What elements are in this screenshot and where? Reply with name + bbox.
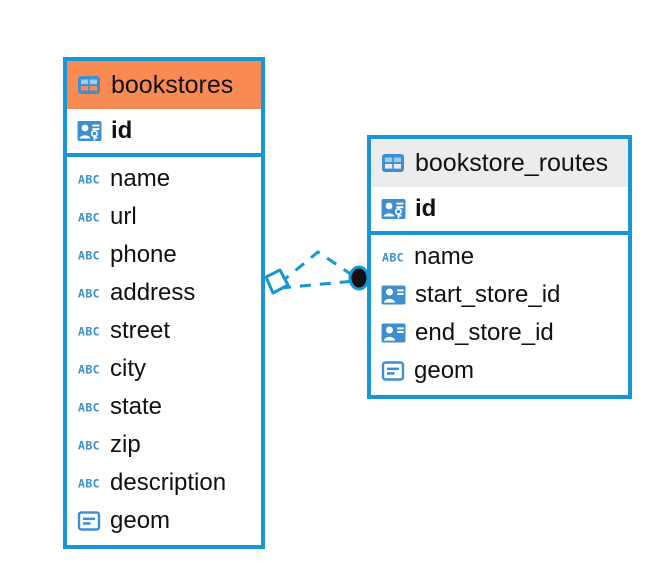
field-row-phone[interactable]: ABC phone [67,236,261,274]
text-type-icon: ABC [76,475,102,491]
field-row-zip[interactable]: ABC zip [67,426,261,464]
svg-text:ABC: ABC [78,401,100,415]
field-label: address [110,279,196,306]
svg-text:ABC: ABC [382,251,404,265]
svg-text:ABC: ABC [78,363,100,377]
primary-key-icon [76,118,103,144]
foreign-key-icon [380,283,407,307]
filled-circle-marker [348,265,370,291]
field-label: description [110,469,227,496]
entity-title: bookstore_routes [415,148,609,177]
field-label: phone [110,241,177,268]
foreign-key-icon [380,321,407,345]
entity-table-bookstore-routes[interactable]: bookstore_routes id [367,135,632,399]
entity-table-bookstores[interactable]: bookstores id [63,57,265,549]
text-type-icon: ABC [76,399,102,415]
entity-header-bookstores[interactable]: bookstores [67,61,261,109]
field-row-name[interactable]: ABC name [371,238,628,276]
text-type-icon: ABC [76,323,102,339]
primary-key-block: id [67,109,261,157]
geometry-type-icon [76,509,102,533]
svg-text:ABC: ABC [78,287,100,301]
diamond-marker [264,268,290,295]
field-row-id[interactable]: id [67,109,261,153]
field-row-end-store-id[interactable]: end_store_id [371,314,628,352]
svg-text:ABC: ABC [78,439,100,453]
text-type-icon: ABC [76,171,102,187]
field-label: zip [110,431,141,458]
table-icon [76,72,102,98]
geometry-type-icon [380,359,406,383]
entity-title: bookstores [111,70,234,99]
field-label: city [110,355,146,382]
entity-header-bookstore-routes[interactable]: bookstore_routes [371,139,628,187]
text-type-icon: ABC [76,437,102,453]
field-row-address[interactable]: ABC address [67,274,261,312]
field-row-geom[interactable]: geom [371,352,628,390]
field-label: geom [414,357,475,384]
field-row-geom[interactable]: geom [67,502,261,540]
svg-text:ABC: ABC [78,211,100,225]
relationship-line-lower [279,279,356,290]
text-type-icon: ABC [76,209,102,225]
field-label: name [110,165,171,192]
text-type-icon: ABC [76,247,102,263]
table-icon [380,150,406,176]
field-row-street[interactable]: ABC street [67,312,261,350]
field-label: start_store_id [415,281,561,308]
field-row-start-store-id[interactable]: start_store_id [371,276,628,314]
primary-key-icon [380,196,407,222]
text-type-icon: ABC [76,285,102,301]
field-row-city[interactable]: ABC city [67,350,261,388]
field-label: street [110,317,171,344]
svg-text:ABC: ABC [78,249,100,263]
field-label: state [110,393,163,420]
field-row-name[interactable]: ABC name [67,160,261,198]
text-type-icon: ABC [76,361,102,377]
field-label: name [414,243,475,270]
field-list-bookstores: ABC name ABC url ABC p [67,157,261,545]
field-label: geom [110,507,171,534]
field-label: end_store_id [415,319,554,346]
field-label: url [110,203,137,230]
relationship-line-upper [279,250,356,285]
field-row-url[interactable]: ABC url [67,198,261,236]
svg-text:ABC: ABC [78,477,100,491]
field-row-description[interactable]: ABC description [67,464,261,502]
field-label: id [111,117,133,144]
field-label: id [415,195,437,222]
primary-key-block: id [371,187,628,235]
text-type-icon: ABC [380,249,406,265]
field-row-state[interactable]: ABC state [67,388,261,426]
svg-text:ABC: ABC [78,325,100,339]
field-list-bookstore-routes: ABC name start_store_id [371,235,628,395]
field-row-id[interactable]: id [371,187,628,231]
svg-text:ABC: ABC [78,173,100,187]
